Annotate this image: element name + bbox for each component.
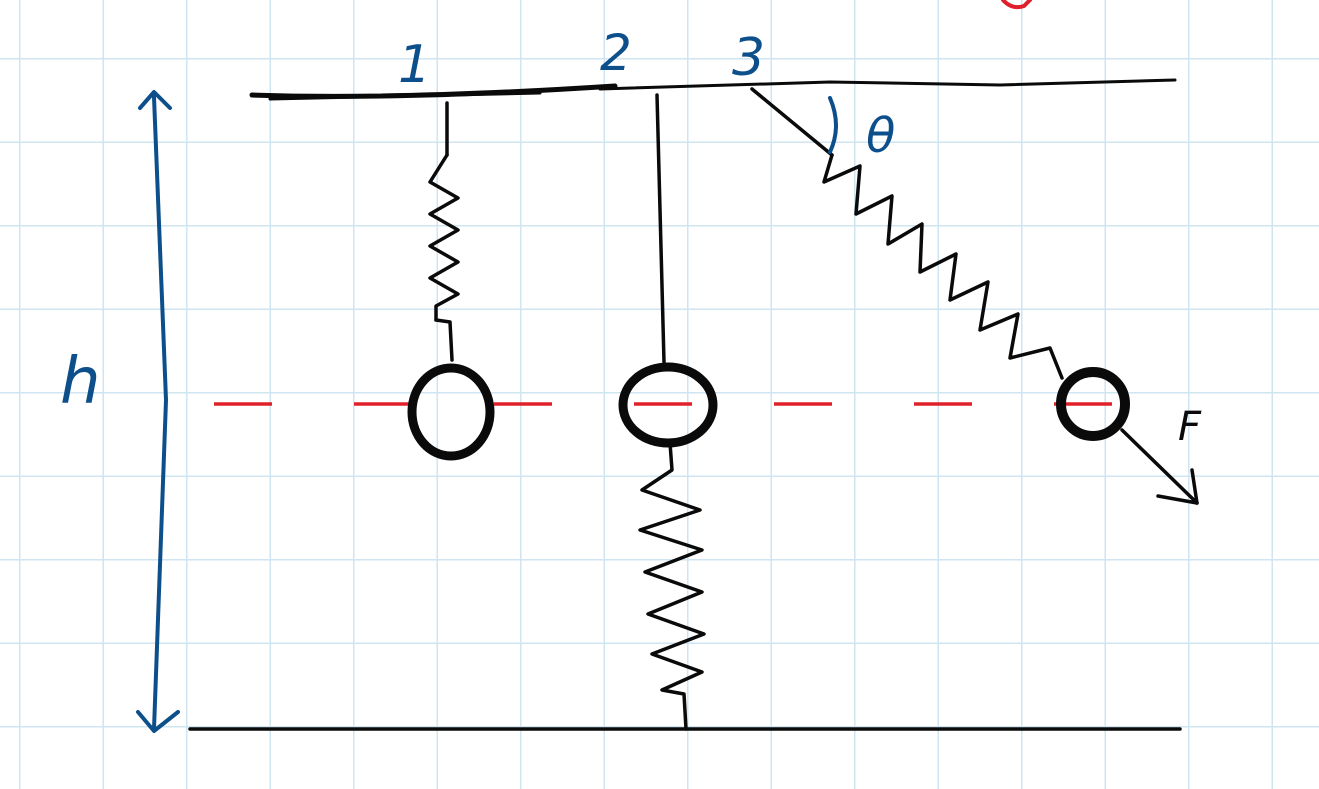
height-arrow-bottom [136, 710, 180, 733]
height-dimension-line [152, 95, 168, 731]
pendulum-2-string [655, 93, 666, 364]
pendulum-1-mass [407, 363, 495, 461]
label-height: h [60, 345, 101, 419]
pendulum-1-spring [428, 153, 460, 322]
label-pendulum-3: 3 [732, 28, 765, 88]
label-force: F [1178, 404, 1202, 450]
angle-arc [828, 96, 838, 154]
pendulum-2-mass [618, 362, 718, 448]
label-pendulum-2: 2 [600, 24, 632, 82]
label-angle: θ [866, 108, 895, 164]
label-pendulum-1: 1 [398, 35, 431, 95]
pendulum-3-mass [1056, 367, 1130, 441]
pendulum-3-spring [822, 153, 1064, 380]
pendulum-1-wire [434, 318, 454, 362]
force-arrow-shaft [1120, 428, 1199, 505]
cropped-red-text-fragment [1001, 0, 1032, 10]
pendulum-2-spring [638, 441, 706, 731]
force-arrow-head [1156, 468, 1199, 505]
ceiling-line [598, 78, 1177, 91]
height-arrow-top [138, 90, 172, 110]
pendulum-3-top-wire [750, 87, 834, 157]
ceiling-thick-segment-2 [268, 91, 542, 101]
